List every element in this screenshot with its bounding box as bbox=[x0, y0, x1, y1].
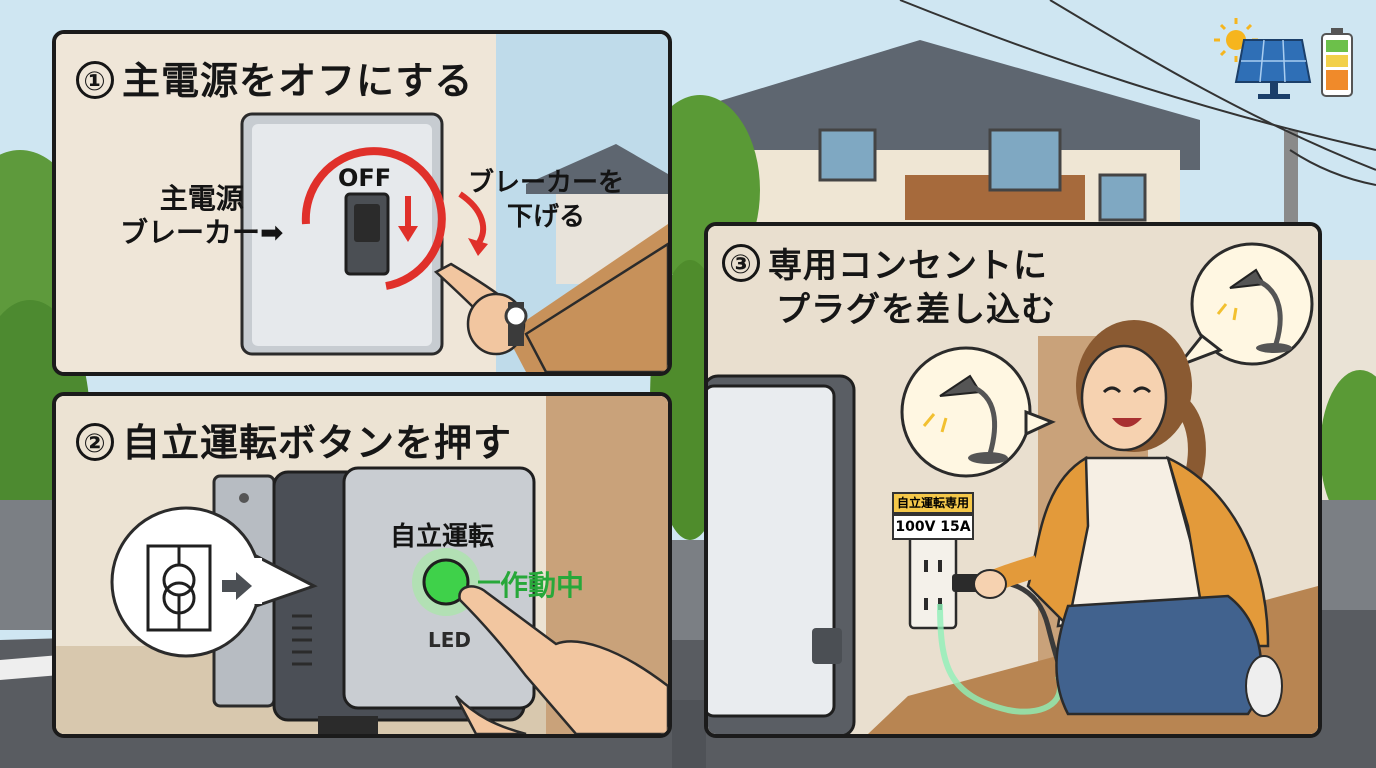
outlet-rating: 100V 15A bbox=[892, 514, 974, 540]
breaker-label-line1: 主電源 bbox=[159, 182, 244, 215]
step-3-illustration bbox=[708, 226, 1318, 734]
desk-lamp-icon bbox=[922, 374, 1008, 464]
dedicated-outlet[interactable] bbox=[908, 534, 958, 630]
right-arrow-icon: ➡ bbox=[260, 216, 284, 249]
down-arrow-icon bbox=[398, 196, 418, 242]
right-arrow-icon bbox=[222, 572, 252, 600]
curved-arrow-icon bbox=[458, 191, 488, 256]
lamp-bubble-left bbox=[900, 346, 1056, 478]
breaker-label-line2: ブレーカー➡ bbox=[120, 216, 284, 249]
energy-icons bbox=[1214, 18, 1353, 99]
transformer-icon bbox=[146, 544, 212, 632]
action-label: ブレーカーを 下げる bbox=[468, 166, 624, 234]
step-1-illustration bbox=[56, 34, 668, 372]
battery-icon bbox=[1321, 28, 1353, 97]
off-label: OFF bbox=[338, 164, 392, 192]
step-2-illustration bbox=[56, 396, 668, 734]
step-2-number: ② bbox=[76, 423, 114, 461]
status-label: 作動中 bbox=[500, 569, 585, 602]
step-1-number: ① bbox=[76, 61, 114, 99]
breaker-switch[interactable] bbox=[354, 204, 380, 242]
step-1-title-text: 主電源をオフにする bbox=[122, 59, 474, 103]
wristwatch-icon bbox=[504, 302, 528, 346]
device-label: 自立運転 bbox=[390, 522, 495, 552]
breaker-label: 主電源 ブレーカー➡ bbox=[120, 182, 283, 250]
step-2-title-text: 自立運転ボタンを押す bbox=[122, 421, 513, 465]
step-3-number: ③ bbox=[722, 244, 760, 282]
outlet-label: 自立運転専用 bbox=[892, 492, 974, 514]
solar-panel-icon bbox=[1234, 39, 1312, 99]
step-3-title-line2: プラグを差し込む bbox=[776, 290, 1056, 330]
woman-figure bbox=[973, 320, 1283, 717]
led-label: LED bbox=[428, 628, 472, 652]
action-label-line1: ブレーカーを bbox=[468, 168, 625, 198]
action-label-line2: 下げる bbox=[507, 202, 586, 232]
lamp-bubble-right bbox=[1173, 242, 1314, 370]
self-operation-button[interactable] bbox=[422, 558, 470, 606]
desk-lamp-icon bbox=[1216, 268, 1292, 353]
highlight-circle bbox=[301, 147, 446, 290]
